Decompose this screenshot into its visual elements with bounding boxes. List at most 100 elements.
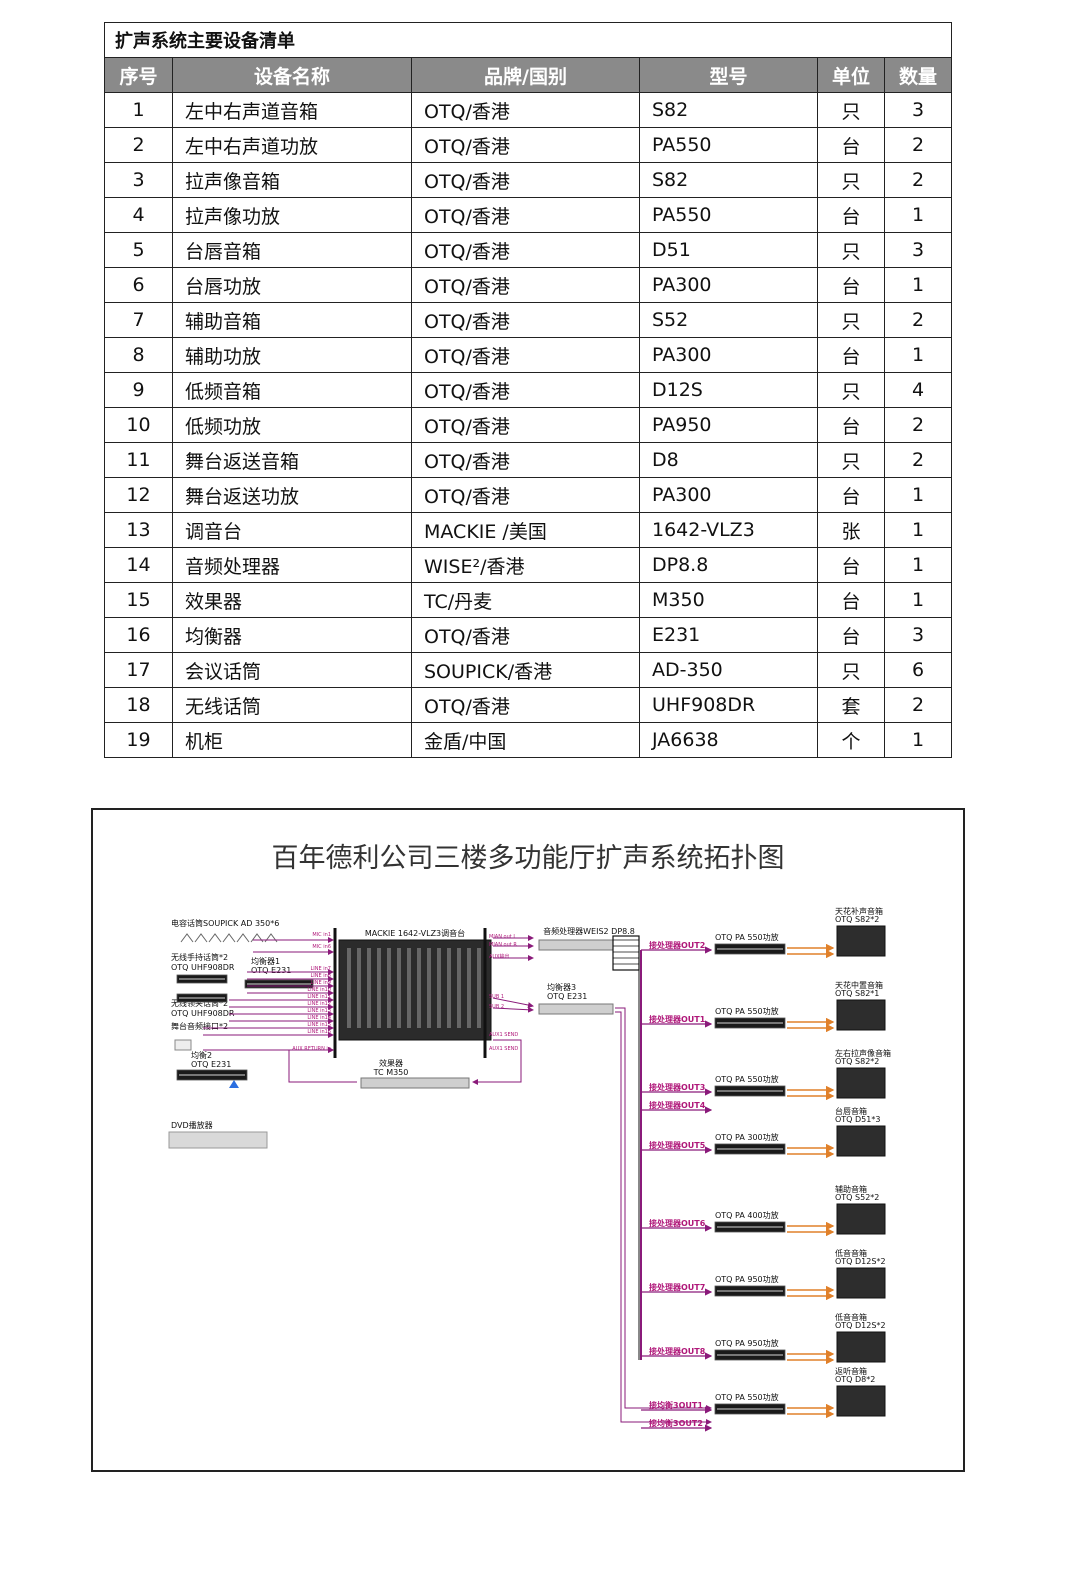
- processor-output-block: [612, 935, 640, 971]
- table-cell: 无线话筒: [172, 687, 412, 723]
- table-cell: 舞台返送音箱: [172, 442, 412, 478]
- table-cell: 辅助音箱: [172, 302, 412, 338]
- amplifier-device-stripe: [717, 1090, 783, 1092]
- table-cell: 14: [104, 547, 173, 583]
- table-cell: UHF908DR: [639, 687, 818, 723]
- table-cell: 2: [883, 162, 953, 198]
- table-cell: PA300: [639, 337, 818, 373]
- table-cell: OTQ/香港: [411, 687, 640, 723]
- table-cell: D51: [639, 232, 818, 268]
- table-cell: 4: [883, 372, 953, 408]
- table-cell: 辅助功放: [172, 337, 412, 373]
- speaker-model: OTQ D12S*2: [835, 1321, 886, 1330]
- sub-line: [492, 997, 534, 1008]
- table-cell: 只: [817, 162, 885, 198]
- table-cell: OTQ/香港: [411, 617, 640, 653]
- wireless-handheld-model: OTQ UHF908DR: [171, 963, 235, 972]
- output-label: 接处理器OUT5: [649, 1140, 706, 1150]
- table-cell: 只: [817, 442, 885, 478]
- output-label: 接处理器OUT3: [649, 1082, 705, 1092]
- mixer-channel-strip: [427, 948, 431, 1028]
- mixer-label: MACKIE 1642-VLZ3调音台: [365, 928, 465, 938]
- amplifier-label: OTQ PA 950功放: [715, 1274, 779, 1284]
- table-cell: OTQ/香港: [411, 302, 640, 338]
- wireless-lapel-label: 无线领夹话筒*2: [171, 998, 228, 1008]
- dvd-device: [168, 1131, 268, 1149]
- mixer-input-port: LINE in16: [307, 1029, 331, 1035]
- table-cell: TC/丹麦: [411, 582, 640, 618]
- table-cell: PA300: [639, 267, 818, 303]
- table-cell: PA550: [639, 197, 818, 233]
- mixer-output-port: AUX1 SEND: [489, 1032, 518, 1038]
- table-cell: 台唇功放: [172, 267, 412, 303]
- output-label: 接均衡3OUT1: [649, 1400, 703, 1410]
- speaker-name: 低音音箱: [835, 1248, 867, 1258]
- table-cell: 1: [883, 722, 953, 758]
- mixer-channel-strip: [467, 948, 471, 1028]
- table-cell: D12S: [639, 372, 818, 408]
- mixer-output-port: AUX输出: [489, 953, 510, 960]
- mic-icon: [208, 933, 222, 943]
- table-cell: 台: [817, 547, 885, 583]
- table-cell: OTQ/香港: [411, 477, 640, 513]
- aux-send-line: [472, 1039, 522, 1085]
- table-cell: 音频处理器: [172, 547, 412, 583]
- table-cell: E231: [639, 617, 818, 653]
- table-cell: 3: [883, 232, 953, 268]
- table-cell: OTQ/香港: [411, 127, 640, 163]
- table-cell: 6: [104, 267, 173, 303]
- table-cell: OTQ/香港: [411, 162, 640, 198]
- table-cell: S82: [639, 162, 818, 198]
- eq2-name: 均衡2: [191, 1050, 212, 1060]
- mic-icon: [222, 933, 236, 943]
- table-cell: 只: [817, 302, 885, 338]
- mic-icon: [194, 933, 208, 943]
- processor-label: 音频处理器WEIS2 DP8.8: [543, 926, 635, 936]
- amplifier-label: OTQ PA 950功放: [715, 1338, 779, 1348]
- eq1-model: OTQ E231: [251, 966, 291, 975]
- mixer-output-port: AUX1 SEND: [489, 1046, 518, 1052]
- mixer-output-port: SUB 2: [489, 1004, 504, 1010]
- table-cell: 只: [817, 372, 885, 408]
- wireless-lapel-model: OTQ UHF908DR: [171, 1009, 235, 1018]
- table-cell: 张: [817, 512, 885, 548]
- amplifier-label: OTQ PA 550功放: [715, 1006, 779, 1016]
- mixer-input-port: LINE in13: [307, 1008, 331, 1014]
- mixer-input-port: LINE in10: [307, 987, 331, 993]
- table-cell: 台: [817, 197, 885, 233]
- speaker-model: OTQ S82*2: [835, 1057, 879, 1066]
- speaker-box: [836, 1067, 886, 1099]
- amplifier-label: OTQ PA 300功放: [715, 1132, 779, 1142]
- amplifier-label: OTQ PA 550功放: [715, 1392, 779, 1402]
- table-cell: 效果器: [172, 582, 412, 618]
- table-cell: 台: [817, 477, 885, 513]
- table-header-row: 序号设备名称品牌/国别型号单位数量: [104, 57, 953, 93]
- wireless-handheld-label: 无线手持话筒*2: [171, 952, 228, 962]
- table-cell: 7: [104, 302, 173, 338]
- mixer-channel-strip: [437, 948, 441, 1028]
- stage-input-label: 舞台音频接口*2: [171, 1021, 228, 1031]
- effects-name: 效果器: [379, 1058, 403, 1068]
- mixer-channel-strip: [407, 948, 411, 1028]
- table-cell: 3: [883, 92, 953, 128]
- column-header: 型号: [639, 57, 818, 93]
- table-cell: 个: [817, 722, 885, 758]
- table-cell: 机柜: [172, 722, 412, 758]
- speaker-model: OTQ S82*2: [835, 915, 879, 924]
- output-label: 接处理器OUT7: [649, 1282, 705, 1292]
- mixer-channel-strip: [417, 948, 421, 1028]
- speaker-model: OTQ D8*2: [835, 1375, 875, 1384]
- output-label: 接处理器OUT6: [649, 1218, 706, 1228]
- table-cell: 15: [104, 582, 173, 618]
- table-cell: 2: [883, 302, 953, 338]
- mic-icon: [264, 933, 278, 943]
- amplifier-label: OTQ PA 400功放: [715, 1210, 779, 1220]
- table-cell: 台: [817, 582, 885, 618]
